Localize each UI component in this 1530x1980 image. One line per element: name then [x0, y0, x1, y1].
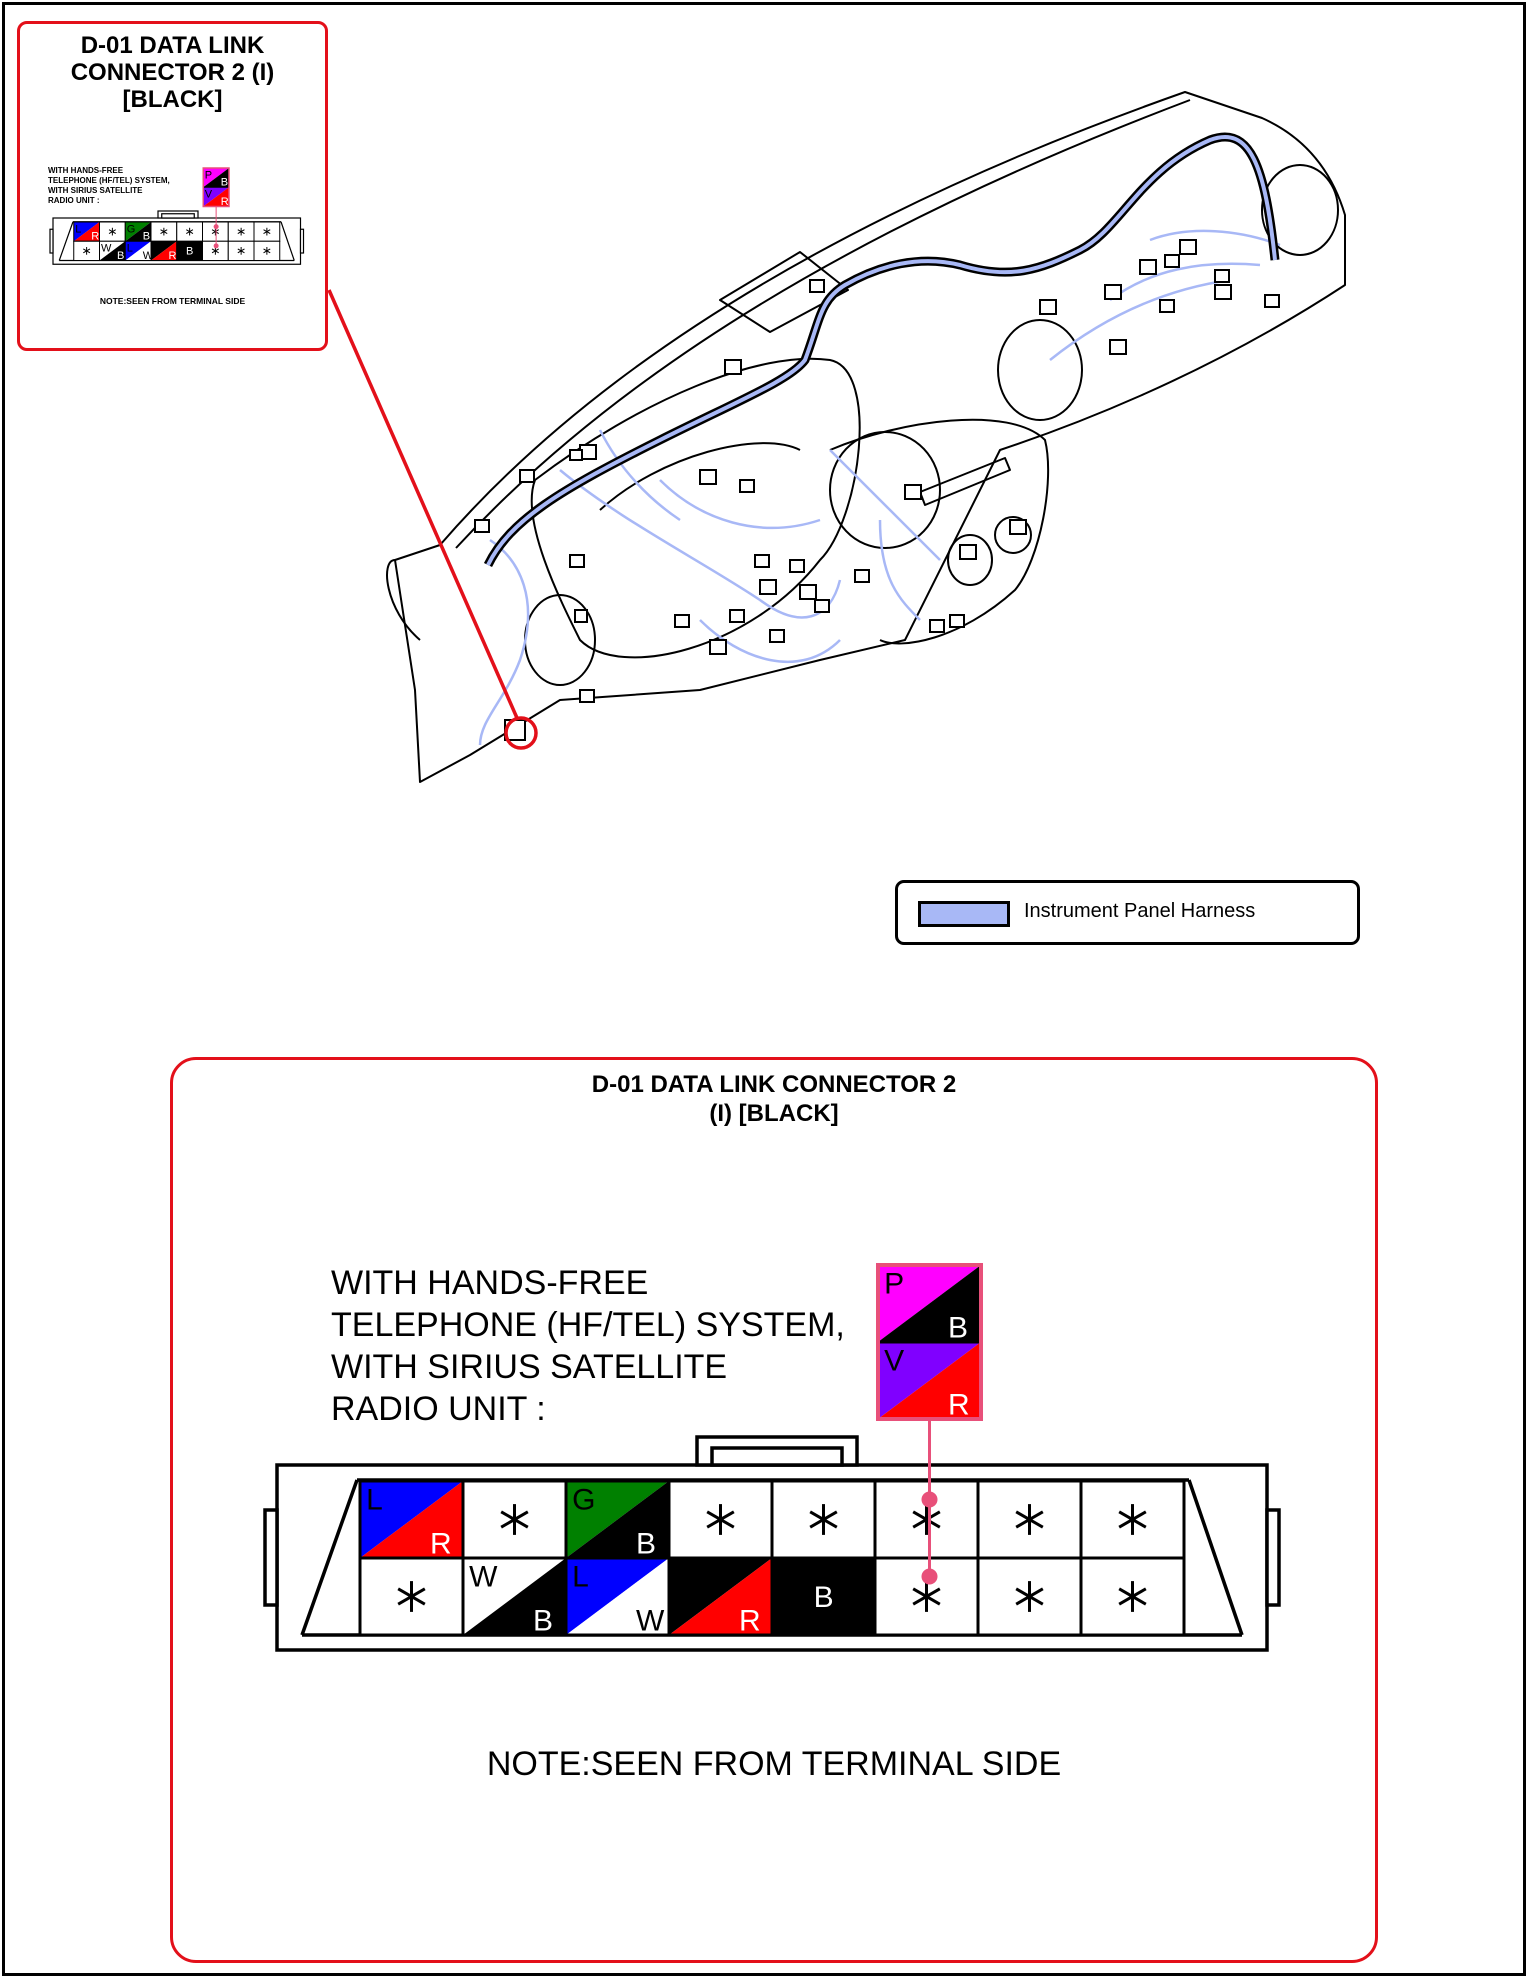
terminal-cell: LW: [564, 1556, 671, 1638]
unused-terminal-mark: [211, 227, 219, 236]
unused-terminal-mark: [912, 1504, 941, 1535]
unused-terminal-mark: [237, 247, 245, 255]
terminal-cell: B: [176, 240, 203, 261]
terminal-cell: [227, 240, 255, 261]
inset-connector-box: D-01 DATA LINK CONNECTOR 2 (I) [BLACK] W…: [17, 21, 328, 351]
terminal-cell: VR: [202, 186, 230, 208]
wire-color-label: P: [205, 169, 212, 181]
terminal-cell: [1079, 1556, 1186, 1637]
unused-terminal-mark: [160, 227, 168, 236]
terminal-cell: WB: [99, 240, 126, 262]
wire-color-label: R: [430, 1528, 452, 1561]
inset-note: NOTE:SEEN FROM TERMINAL SIDE: [99, 296, 246, 306]
terminal-side-note: NOTE:SEEN FROM TERMINAL SIDE: [486, 1745, 1062, 1783]
wire-color-label: B: [636, 1528, 656, 1561]
terminal-cell: [770, 1479, 877, 1560]
inset-condition-text: WITH HANDS-FREE TELEPHONE (HF/TEL) SYSTE…: [48, 166, 170, 205]
unused-terminal-mark: [1118, 1581, 1147, 1612]
terminal-cell: [358, 1556, 465, 1637]
wire-color-label: L: [572, 1561, 589, 1594]
terminal-cell: [976, 1479, 1083, 1560]
terminal-cell: PB: [202, 167, 230, 189]
wire-color-label: R: [169, 250, 177, 262]
main-connector-box: D-01 DATA LINK CONNECTOR 2 (I) [BLACK] W…: [170, 1057, 1378, 1963]
wire-color-label: W: [101, 243, 112, 255]
terminal-cell: [253, 221, 281, 242]
wire-color-label: R: [739, 1605, 761, 1638]
wire-color-label: B: [948, 1312, 968, 1345]
wire-color-label: V: [884, 1345, 904, 1378]
unused-terminal-mark: [397, 1581, 426, 1612]
wire-color-label: V: [205, 189, 213, 201]
wire-color-label: P: [884, 1268, 904, 1301]
unused-terminal-mark: [1015, 1581, 1044, 1612]
main-title: D-01 DATA LINK CONNECTOR 2 (I) [BLACK]: [591, 1071, 957, 1127]
terminal-cell: [976, 1556, 1083, 1637]
terminal-cell: B: [770, 1556, 877, 1637]
unused-terminal-mark: [706, 1504, 735, 1535]
wire-color-label: B: [814, 1581, 834, 1614]
unused-terminal-mark: [83, 247, 91, 255]
wire-color-label: G: [127, 223, 136, 235]
terminal-cell: VR: [876, 1340, 983, 1422]
terminal-cell: [99, 221, 126, 242]
terminal-cell: [461, 1479, 568, 1560]
unused-terminal-mark: [263, 247, 271, 255]
harness-legend: Instrument Panel Harness: [895, 880, 1360, 945]
wire-color-label: B: [117, 250, 124, 262]
terminal-cell: GB: [124, 221, 152, 243]
wire-color-label: L: [127, 243, 133, 255]
wire-color-label: B: [186, 246, 193, 258]
wire-color-label: B: [153, 243, 160, 255]
harness-swatch: [918, 901, 1010, 927]
wire-color-label: W: [636, 1605, 665, 1638]
wire-color-label: B: [143, 231, 150, 243]
unused-terminal-mark: [186, 227, 194, 236]
unused-terminal-mark: [912, 1581, 941, 1612]
wire-color-label: L: [366, 1484, 383, 1517]
terminal-cell: BR: [667, 1556, 774, 1638]
unused-terminal-mark: [211, 247, 219, 255]
wire-color-label: R: [221, 196, 229, 208]
wire-color-label: B: [675, 1561, 695, 1594]
terminal-cell: GB: [564, 1479, 671, 1561]
terminal-cell: BR: [150, 240, 178, 262]
terminal-cell: WB: [461, 1556, 568, 1638]
unused-terminal-mark: [1118, 1504, 1147, 1535]
terminal-cell: [253, 240, 281, 261]
inset-title: D-01 DATA LINK CONNECTOR 2 (I) [BLACK]: [70, 32, 275, 113]
wire-color-label: W: [469, 1561, 498, 1594]
terminal-cell: LW: [124, 240, 154, 262]
legend-label: Instrument Panel Harness: [1024, 900, 1256, 922]
wire-color-label: B: [221, 177, 228, 189]
wire-color-label: B: [533, 1605, 553, 1638]
unused-terminal-mark: [237, 227, 245, 236]
wire-color-label: R: [948, 1389, 970, 1422]
terminal-cell: LR: [358, 1479, 465, 1561]
terminal-cell: PB: [876, 1263, 983, 1345]
unused-terminal-mark: [108, 227, 116, 236]
wire-color-label: L: [75, 223, 81, 235]
wire-color-label: W: [143, 250, 154, 262]
condition-text: WITH HANDS-FREE TELEPHONE (HF/TEL) SYSTE…: [331, 1264, 845, 1428]
unused-terminal-mark: [809, 1504, 838, 1535]
unused-terminal-mark: [500, 1504, 529, 1535]
terminal-cell: [1079, 1479, 1186, 1560]
terminal-cell: [667, 1479, 774, 1560]
wire-color-label: R: [91, 231, 99, 243]
unused-terminal-mark: [263, 227, 271, 236]
unused-terminal-mark: [1015, 1504, 1044, 1535]
connector-callout-circle: [504, 716, 538, 750]
callout-leader-line: [327, 289, 519, 719]
wire-color-label: G: [572, 1484, 595, 1517]
